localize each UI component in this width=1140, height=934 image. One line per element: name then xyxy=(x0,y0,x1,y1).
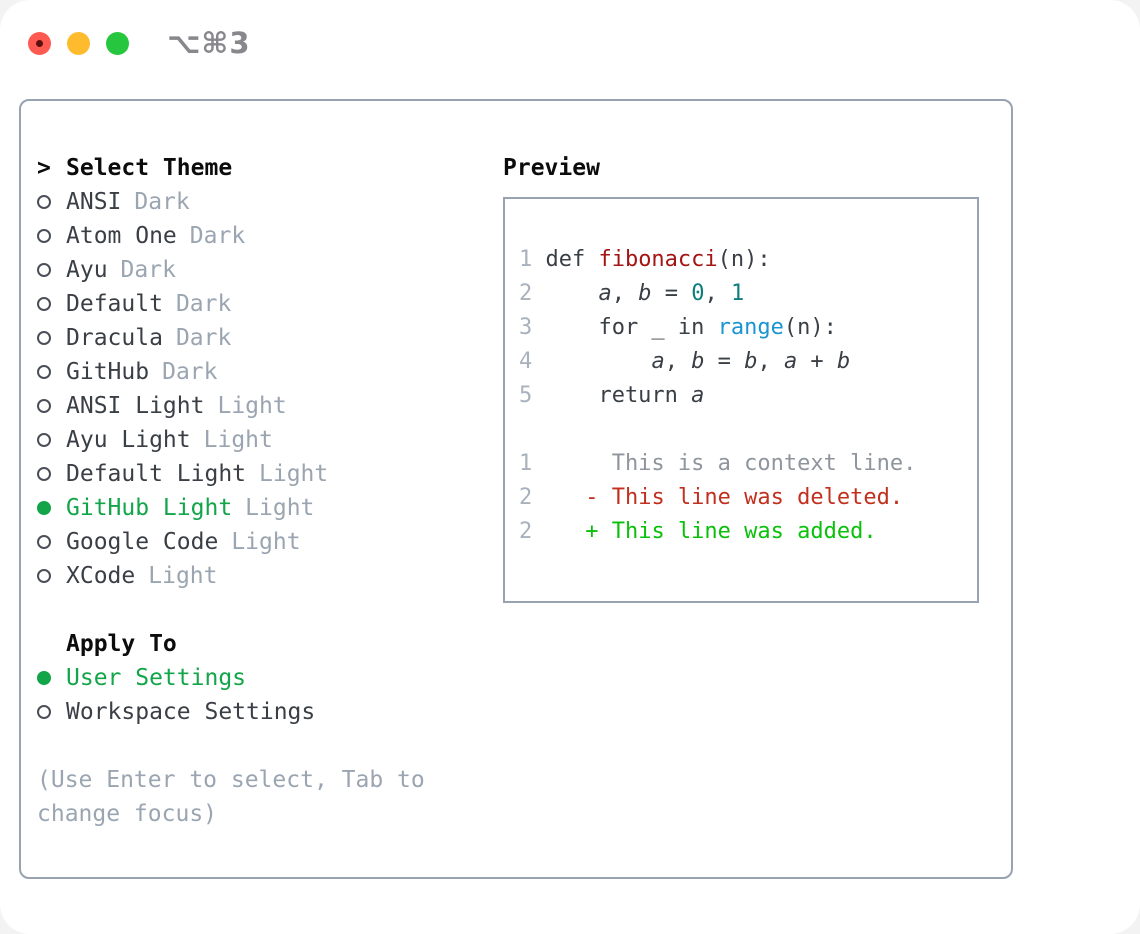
select-theme-header-row: > Select Theme xyxy=(37,151,487,185)
hint-line-2: change focus) xyxy=(37,801,218,827)
apply-option-user-settings[interactable]: User Settings xyxy=(37,661,487,695)
theme-option-xcode[interactable]: XCode Light xyxy=(37,559,487,593)
radio-unselected-icon xyxy=(37,229,51,243)
theme-option-default-light[interactable]: Default Light Light xyxy=(37,457,487,491)
theme-option-ansi[interactable]: ANSI Dark xyxy=(37,185,487,219)
close-button[interactable] xyxy=(28,31,51,55)
theme-name-label: ANSI xyxy=(66,189,122,215)
radio-selected-icon xyxy=(37,501,51,515)
radio-unselected-icon xyxy=(37,705,51,719)
radio-unselected-icon xyxy=(37,195,51,209)
preview-title: Preview xyxy=(503,155,600,181)
apply-option-workspace-settings[interactable]: Workspace Settings xyxy=(37,695,487,729)
zoom-button[interactable] xyxy=(106,31,129,55)
theme-variant-label: Light xyxy=(217,393,287,419)
theme-option-ansi-light[interactable]: ANSI Light Light xyxy=(37,389,487,423)
keyboard-hint: (Use Enter to select, Tab to change focu… xyxy=(37,763,487,831)
theme-variant-label: Dark xyxy=(162,359,218,385)
diff-line: 2 + This line was added. xyxy=(519,515,967,549)
theme-option-github[interactable]: GitHub Dark xyxy=(37,355,487,389)
theme-name-label: XCode xyxy=(66,563,136,589)
code-line: 2 a, b = 0, 1 xyxy=(519,277,967,311)
theme-variant-label: Light xyxy=(148,563,218,589)
radio-unselected-icon xyxy=(37,297,51,311)
theme-option-google-code[interactable]: Google Code Light xyxy=(37,525,487,559)
theme-variant-label: Light xyxy=(203,427,273,453)
line-number: 5 xyxy=(519,383,533,408)
radio-unselected-icon xyxy=(37,365,51,379)
hint-line-1: (Use Enter to select, Tab to xyxy=(37,767,425,793)
apply-to-section: Apply To User Settings Workspace Setting… xyxy=(37,627,487,729)
theme-name-label: GitHub Light xyxy=(66,495,233,521)
code-line: 5 return a xyxy=(519,379,967,413)
select-theme-title: Select Theme xyxy=(66,155,233,181)
radio-unselected-icon xyxy=(37,263,51,277)
theme-name-label: Ayu Light xyxy=(66,427,191,453)
radio-unselected-icon xyxy=(37,535,51,549)
radio-unselected-icon xyxy=(37,467,51,481)
theme-variant-label: Light xyxy=(231,529,301,555)
theme-variant-label: Dark xyxy=(189,223,246,249)
line-number: 2 xyxy=(519,281,533,306)
apply-option-label: User Settings xyxy=(66,665,247,691)
theme-variant-label: Dark xyxy=(175,291,232,317)
theme-variant-label: Dark xyxy=(120,257,176,283)
theme-name-label: Dracula xyxy=(66,325,163,351)
apply-to-options: User Settings Workspace Settings xyxy=(37,661,487,729)
titlebar: ⌥⌘3 xyxy=(28,26,251,60)
radio-unselected-icon xyxy=(37,569,51,583)
theme-option-ayu[interactable]: Ayu Dark xyxy=(37,253,487,287)
line-number: 2 xyxy=(519,519,533,544)
diff-line: 1 This is a context line. xyxy=(519,447,967,481)
theme-name-label: ANSI Light xyxy=(66,393,205,419)
radio-unselected-icon xyxy=(37,399,51,413)
diff-preview: 1 This is a context line.2 - This line w… xyxy=(519,447,967,549)
radio-unselected-icon xyxy=(37,331,51,345)
theme-name-label: Default Light xyxy=(66,461,247,487)
line-number: 3 xyxy=(519,315,533,340)
line-number: 1 xyxy=(519,451,533,476)
preview-blank-line xyxy=(519,413,967,447)
theme-option-dracula[interactable]: Dracula Dark xyxy=(37,321,487,355)
code-line: 4 a, b = b, a + b xyxy=(519,345,967,379)
line-number: 4 xyxy=(519,349,533,374)
keyboard-shortcut-label: ⌥⌘3 xyxy=(167,26,251,60)
theme-variant-label: Dark xyxy=(134,189,190,215)
apply-to-header-row: Apply To xyxy=(37,627,487,661)
theme-variant-label: Light xyxy=(245,495,315,521)
theme-name-label: Default xyxy=(66,291,163,317)
theme-variant-label: Light xyxy=(259,461,329,487)
apply-option-label: Workspace Settings xyxy=(66,699,316,725)
theme-option-github-light[interactable]: GitHub Light Light xyxy=(37,491,487,525)
theme-variant-label: Dark xyxy=(175,325,232,351)
line-number: 1 xyxy=(519,247,533,272)
code-line: 3 for _ in range(n): xyxy=(519,311,967,345)
theme-option-atom-one[interactable]: Atom One Dark xyxy=(37,219,487,253)
theme-name-label: Google Code xyxy=(66,529,219,555)
theme-option-ayu-light[interactable]: Ayu Light Light xyxy=(37,423,487,457)
theme-name-label: GitHub xyxy=(66,359,150,385)
close-button-focus-dot xyxy=(36,39,43,47)
theme-option-default[interactable]: Default Dark xyxy=(37,287,487,321)
diff-line: 2 - This line was deleted. xyxy=(519,481,967,515)
radio-selected-icon xyxy=(37,671,51,685)
minimize-button[interactable] xyxy=(67,31,90,55)
line-number: 2 xyxy=(519,485,533,510)
theme-name-label: Atom One xyxy=(66,223,177,249)
cursor-arrow-icon: > xyxy=(37,155,51,181)
radio-unselected-icon xyxy=(37,433,51,447)
apply-to-title: Apply To xyxy=(66,631,177,657)
theme-name-label: Ayu xyxy=(66,257,108,283)
